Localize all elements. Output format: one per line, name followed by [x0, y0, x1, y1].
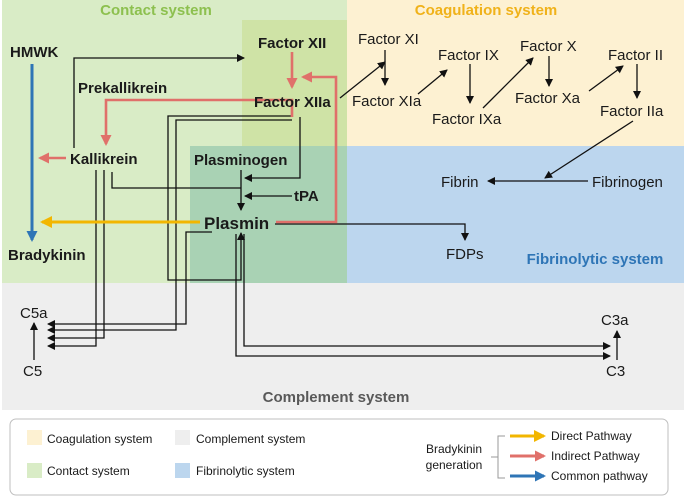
- node-factor-ii: Factor II: [608, 47, 663, 64]
- node-factor-ix: Factor IX: [438, 47, 499, 64]
- arrow-plasmin-to-factor-xii: [276, 71, 338, 224]
- node-c3: C3: [606, 363, 625, 380]
- node-fibrin: Fibrin: [441, 174, 479, 191]
- arrow-factor-xiia-to-c3: [47, 119, 292, 334]
- legend-common-label: Common pathway: [551, 469, 648, 483]
- legend-fibrinolytic-label: Fibrinolytic system: [196, 464, 295, 478]
- legend-swatch-fibrinolytic: [175, 463, 190, 478]
- node-kallikrein: Kallikrein: [70, 151, 138, 168]
- legend-direct-label: Direct Pathway: [551, 429, 632, 443]
- arrow-factor-xa-to-ii: [588, 65, 624, 92]
- legend-swatch-complement: [175, 430, 190, 445]
- legend-bradykinin-line1: Bradykinin: [426, 442, 482, 456]
- legend-bradykinin-line2: generation: [426, 458, 483, 472]
- legend-box: [9, 418, 669, 496]
- node-labels: HMWK Prekallikrein Kallikrein Bradykinin…: [8, 31, 664, 380]
- legend-coagulation-label: Coagulation system: [47, 432, 152, 446]
- node-factor-xi: Factor XI: [358, 31, 419, 48]
- node-prekallikrein: Prekallikrein: [78, 80, 167, 97]
- node-c5: C5: [23, 363, 42, 380]
- arrow-plasmin-to-c3-b: [243, 234, 611, 350]
- arrow-prekallikrein-to-kallikrein: [100, 98, 294, 146]
- arrow-factor-xia-to-ix: [417, 69, 448, 95]
- arrow-kallikrein-to-c3: [47, 170, 105, 342]
- coagulation-region: [347, 0, 684, 146]
- arrow-kallikrein-to-plasminogen: [111, 172, 241, 189]
- contact-fibrinolytic-overlap: [190, 146, 347, 283]
- legend: Coagulation system Complement system Con…: [9, 418, 669, 496]
- coagulation-system-title: Coagulation system: [415, 2, 558, 19]
- node-hmwk: HMWK: [10, 44, 58, 61]
- arrow-factor-ixa-to-x: [482, 57, 534, 109]
- arrow-factor-iia-to-fibrin: [544, 120, 634, 179]
- node-factor-xa: Factor Xa: [515, 90, 581, 107]
- legend-swatch-coagulation: [27, 430, 42, 445]
- arrow-factor-xiia-to-plasminogen-conversion: [244, 117, 301, 182]
- node-plasminogen: Plasminogen: [194, 152, 287, 169]
- node-factor-x: Factor X: [520, 38, 577, 55]
- arrow-factor-xiia-to-plasmin: [167, 115, 292, 281]
- node-plasmin: Plasmin: [204, 214, 269, 233]
- arrow-plasmin-to-fdps: [275, 223, 469, 241]
- node-factor-xii: Factor XII: [258, 35, 326, 52]
- node-c5a: C5a: [20, 305, 48, 322]
- node-factor-xia: Factor XIa: [352, 93, 422, 110]
- node-fdps: FDPs: [446, 246, 484, 263]
- legend-brace: [491, 435, 505, 479]
- node-factor-iia: Factor IIa: [600, 103, 664, 120]
- arrow-plasmin-to-c3-a: [235, 234, 611, 360]
- fibrinolytic-region: [347, 146, 684, 283]
- legend-contact-label: Contact system: [47, 464, 130, 478]
- arrow-plasmin-to-c5: [47, 231, 212, 328]
- contact-system-title: Contact system: [100, 2, 212, 19]
- black-arrows: [30, 50, 641, 360]
- legend-swatch-contact: [27, 463, 42, 478]
- node-factor-ixa: Factor IXa: [432, 111, 502, 128]
- node-factor-xiia: Factor XIIa: [254, 94, 331, 111]
- complement-system-title: Complement system: [263, 389, 410, 406]
- indirect-pathway-arrows: [38, 52, 338, 224]
- arrow-factor-xiia-to-factor-xi: [339, 61, 386, 99]
- arrow-kallikrein-to-c5: [47, 170, 97, 350]
- arrow-kallikrein-to-factor-xii: [73, 54, 245, 148]
- node-tpa: tPA: [294, 188, 319, 205]
- node-c3a: C3a: [601, 312, 629, 329]
- node-bradykinin: Bradykinin: [8, 247, 86, 264]
- legend-complement-label: Complement system: [196, 432, 305, 446]
- node-fibrinogen: Fibrinogen: [592, 174, 663, 191]
- legend-indirect-label: Indirect Pathway: [551, 449, 640, 463]
- fibrinolytic-system-title: Fibrinolytic system: [527, 251, 664, 268]
